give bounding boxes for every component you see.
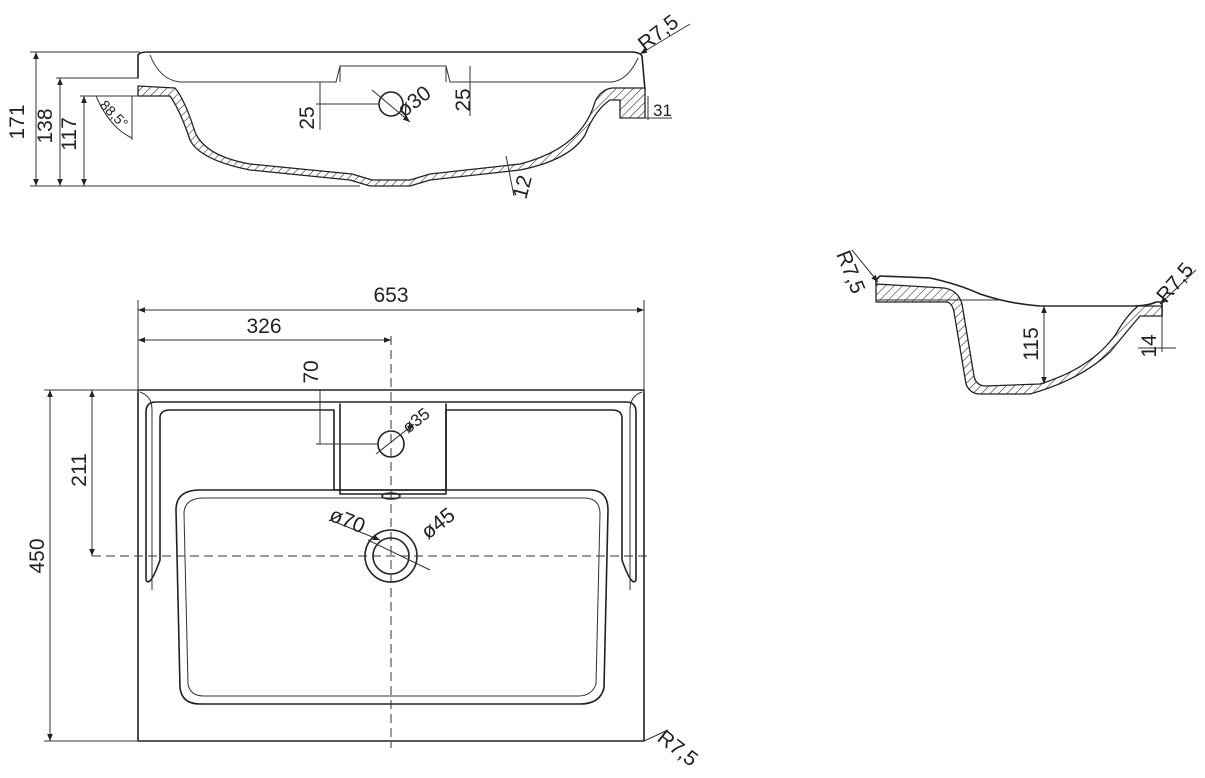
leader-ø35: [375, 423, 415, 455]
dim-117: 117: [58, 117, 81, 150]
plan-rim-contour-2: [139, 391, 643, 590]
dim-side-r75-right: R7,5: [1152, 258, 1198, 307]
dim-326: 326: [246, 315, 281, 338]
dim-450: 450: [26, 538, 49, 573]
leader-ø45: [367, 539, 431, 571]
dim-171: 171: [6, 104, 29, 139]
side-section-view: R7,5 R7,5 115 14: [831, 247, 1198, 395]
dim-14: 14: [1138, 334, 1161, 358]
leader-r75-bottom: [643, 729, 669, 742]
side-top-profile: [875, 275, 1163, 317]
dim-25-right: 25: [452, 88, 475, 111]
leader-side-r75-right: [1159, 269, 1197, 305]
leader-r75-top: [639, 23, 691, 55]
front-section-view: 171 138 117 88,5° 25 25 ø30 R7,5 31 12: [6, 11, 691, 202]
bowl-inner-outline: [183, 497, 601, 697]
plan-view: 653 326 70 ø35 211 450 ø70 ø45 R7,5: [26, 284, 702, 771]
bowl-outline: [175, 489, 609, 705]
dim-ø45: ø45: [417, 504, 460, 544]
dim-115: 115: [1020, 327, 1043, 360]
dim-12: 12: [509, 173, 537, 202]
leader-ø70: [329, 519, 381, 541]
dim-ø30: ø30: [393, 82, 436, 122]
leader-ø30: [371, 89, 411, 123]
leader-side-r75-left: [851, 249, 879, 283]
section-shell-hatch: [137, 85, 646, 187]
dim-138: 138: [34, 108, 57, 143]
leader-12: [505, 155, 515, 197]
dim-side-r75-left: R7,5: [831, 247, 869, 297]
dim-25-left: 25: [296, 106, 319, 129]
overflow-hole: [378, 91, 404, 117]
dim-r75-bottom: R7,5: [653, 726, 702, 771]
section-rim-top: [137, 51, 646, 91]
overflow-channel: [339, 66, 471, 83]
tap-deck-recess: [339, 403, 447, 495]
dim-211: 211: [68, 453, 91, 486]
section-inner-ledge: [149, 54, 639, 83]
dim-r75-top: R7,5: [634, 11, 683, 56]
angle-arc: [95, 95, 133, 139]
dim-70: 70: [300, 360, 323, 383]
dim-653: 653: [373, 284, 408, 307]
dim-angle: 88,5°: [97, 97, 132, 132]
dim-31: 31: [653, 101, 672, 120]
